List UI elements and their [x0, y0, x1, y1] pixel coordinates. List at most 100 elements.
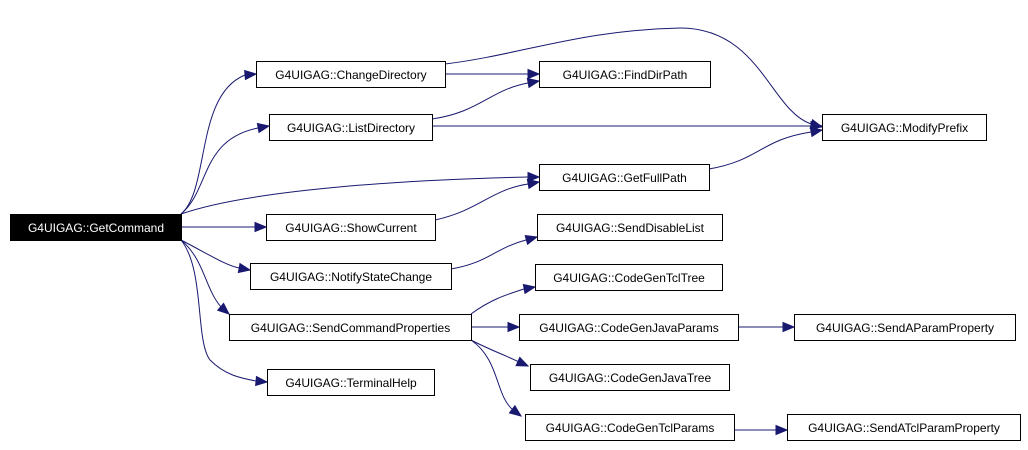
node-label: G4UIGAG::SendAParamProperty — [816, 321, 994, 335]
arrowhead-icon — [515, 356, 530, 367]
node-notify-state-change[interactable]: G4UIGAG::NotifyStateChange — [250, 263, 452, 290]
edge-GetCommand-to-TerminalHelp — [180, 239, 269, 387]
node-box[interactable] — [229, 314, 472, 341]
edge-ListDirectory-to-ModifyPrefix — [432, 120, 824, 132]
arrowhead-icon — [244, 69, 258, 81]
arrowhead-icon — [527, 171, 541, 183]
edge-GetCommand-to-SendCommandProperties — [180, 239, 231, 315]
edge-GetCommand-to-ListDirectory — [180, 122, 271, 215]
node-label: G4UIGAG::CodeGenTclParams — [546, 421, 715, 435]
node-label: G4UIGAG::GetCommand — [28, 221, 164, 235]
node-box[interactable] — [519, 314, 739, 341]
node-code-gen-tcl-params[interactable]: G4UIGAG::CodeGenTclParams — [525, 414, 735, 441]
edge-NotifyStateChange-to-SendDisableList — [450, 234, 539, 270]
node-find-dir-path[interactable]: G4UIGAG::FindDirPath — [539, 61, 711, 88]
node-list-directory[interactable]: G4UIGAG::ListDirectory — [269, 114, 433, 141]
node-show-current[interactable]: G4UIGAG::ShowCurrent — [266, 214, 436, 241]
node-label: G4UIGAG::TerminalHelp — [285, 376, 417, 390]
edge-line — [180, 239, 223, 309]
node-code-gen-java-params[interactable]: G4UIGAG::CodeGenJavaParams — [519, 314, 739, 341]
edge-line — [708, 131, 812, 170]
arrowhead-icon — [526, 77, 541, 89]
edge-ShowCurrent-to-GetFullPath — [434, 178, 541, 221]
node-label: G4UIGAG::SendCommandProperties — [251, 321, 450, 335]
node-box[interactable] — [530, 364, 730, 391]
edge-line — [470, 339, 514, 411]
node-code-gen-java-tree[interactable]: G4UIGAG::CodeGenJavaTree — [530, 364, 730, 391]
node-box[interactable] — [266, 214, 436, 241]
edge-line — [180, 239, 240, 269]
node-box[interactable] — [256, 61, 446, 88]
node-label: G4UIGAG::NotifyStateChange — [270, 270, 432, 284]
node-label: G4UIGAG::ListDirectory — [287, 121, 415, 135]
node-box[interactable] — [267, 369, 435, 396]
edge-line — [470, 288, 525, 315]
edge-CodeGenTclParams-to-SendATclParamProperty — [734, 424, 789, 436]
node-box[interactable] — [10, 214, 182, 241]
node-label: G4UIGAG::ChangeDirectory — [275, 68, 426, 82]
node-box[interactable] — [525, 414, 735, 441]
node-box[interactable] — [537, 214, 723, 241]
node-label: G4UIGAG::CodeGenJavaTree — [549, 371, 712, 385]
arrowhead-icon — [254, 221, 268, 233]
edge-GetFullPath-to-ModifyPrefix — [708, 126, 824, 170]
node-box[interactable] — [250, 263, 452, 290]
node-code-gen-tcl-tree[interactable]: G4UIGAG::CodeGenTclTree — [535, 264, 723, 291]
node-box[interactable] — [794, 314, 1016, 341]
arrowhead-icon — [256, 122, 271, 134]
node-send-disable-list[interactable]: G4UIGAG::SendDisableList — [537, 214, 723, 241]
node-box[interactable] — [269, 114, 433, 141]
edge-SendCommandProperties-to-CodeGenTclTree — [470, 283, 537, 315]
node-label: G4UIGAG::SendATclParamProperty — [808, 421, 1000, 435]
arrowhead-icon — [522, 283, 537, 295]
node-label: G4UIGAG::ModifyPrefix — [841, 121, 968, 135]
node-change-directory[interactable]: G4UIGAG::ChangeDirectory — [256, 61, 446, 88]
node-send-atcl-param-property[interactable]: G4UIGAG::SendATclParamProperty — [787, 414, 1021, 441]
arrowhead-icon — [237, 262, 252, 274]
edge-line — [434, 183, 529, 221]
nodes-layer: G4UIGAG::GetCommand G4UIGAG::ChangeDirect… — [10, 61, 1021, 441]
edge-SendCommandProperties-to-CodeGenJavaTree — [470, 339, 530, 367]
node-terminal-help[interactable]: G4UIGAG::TerminalHelp — [267, 369, 435, 396]
edge-line — [444, 27, 812, 125]
edge-CodeGenJavaParams-to-SendAParamProperty — [738, 321, 796, 333]
edge-GetCommand-to-NotifyStateChange — [180, 239, 252, 274]
node-get-command[interactable]: G4UIGAG::GetCommand — [10, 214, 182, 241]
edge-line — [470, 339, 520, 363]
edge-GetCommand-to-GetFullPath — [180, 171, 541, 215]
edge-line — [450, 239, 527, 270]
node-box[interactable] — [822, 114, 987, 141]
arrowhead-icon — [507, 321, 521, 333]
edge-SendCommandProperties-to-CodeGenJavaParams — [471, 321, 521, 333]
node-send-command-properties[interactable]: G4UIGAG::SendCommandProperties — [229, 314, 472, 341]
node-box[interactable] — [539, 164, 710, 191]
edge-ListDirectory-to-FindDirPath — [431, 77, 541, 120]
node-label: G4UIGAG::CodeGenJavaParams — [539, 321, 718, 335]
edge-GetCommand-to-ShowCurrent — [181, 221, 268, 233]
arrowhead-icon — [524, 234, 539, 246]
arrowhead-icon — [775, 424, 789, 436]
node-label: G4UIGAG::GetFullPath — [562, 171, 687, 185]
arrowhead-icon — [809, 126, 824, 138]
node-box[interactable] — [787, 414, 1021, 441]
node-label: G4UIGAG::CodeGenTclTree — [553, 271, 705, 285]
node-label: G4UIGAG::SendDisableList — [556, 221, 705, 235]
node-get-full-path[interactable]: G4UIGAG::GetFullPath — [539, 164, 710, 191]
edge-line — [431, 82, 529, 120]
node-box[interactable] — [539, 61, 711, 88]
arrowhead-icon — [255, 375, 269, 387]
edge-ChangeDirectory-to-FindDirPath — [445, 68, 541, 80]
edge-GetCommand-to-ChangeDirectory — [180, 69, 258, 215]
arrowhead-icon — [527, 68, 541, 80]
edge-SendCommandProperties-to-CodeGenTclParams — [470, 339, 523, 417]
node-box[interactable] — [535, 264, 723, 291]
edges-layer — [180, 27, 824, 436]
arrowhead-icon — [526, 178, 541, 190]
node-modify-prefix[interactable]: G4UIGAG::ModifyPrefix — [822, 114, 987, 141]
edge-line — [180, 127, 259, 215]
node-label: G4UIGAG::FindDirPath — [563, 68, 688, 82]
arrowhead-icon — [508, 404, 523, 417]
node-send-aparam-property[interactable]: G4UIGAG::SendAParamProperty — [794, 314, 1016, 341]
node-label: G4UIGAG::ShowCurrent — [285, 221, 417, 235]
